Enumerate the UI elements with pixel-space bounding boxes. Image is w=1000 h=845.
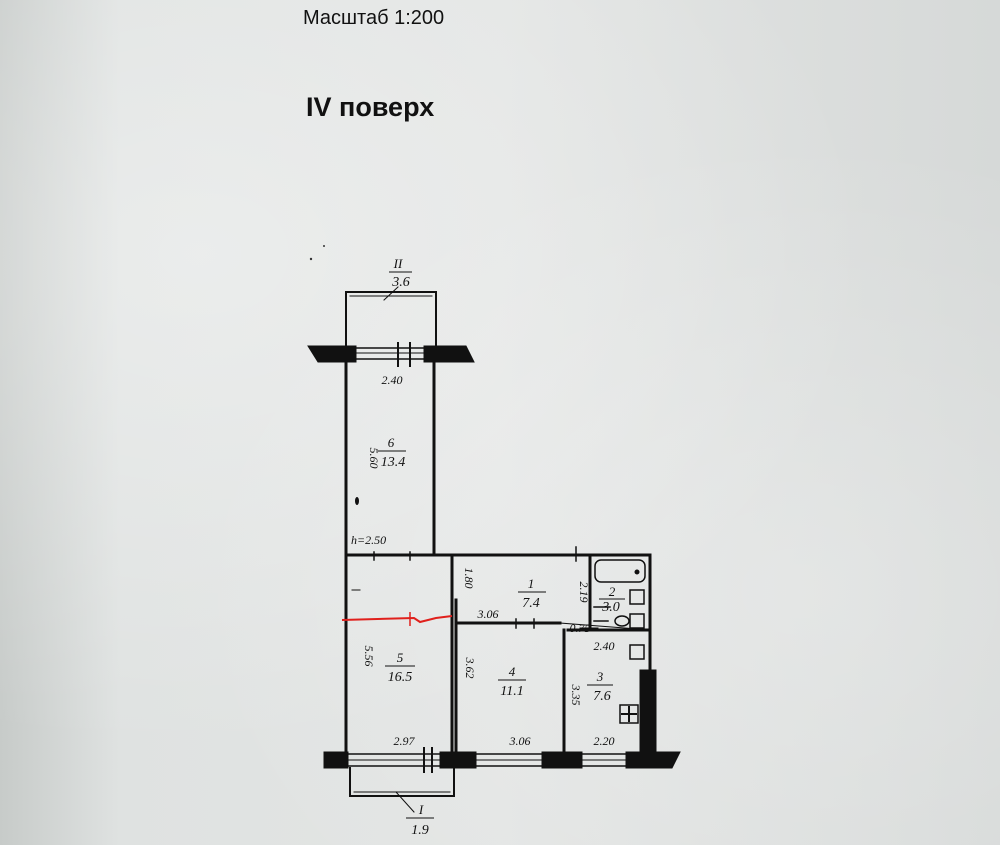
room-6: 6 13.4 [378,435,406,470]
red-marker-line [341,615,453,624]
room-5: 5 16.5 [385,650,415,685]
balcony-bottom [349,767,455,797]
balcony-top [345,291,437,347]
dim-wc-width: 0.75 [570,621,591,635]
room-1-area: 7.4 [522,596,540,611]
dim-hall-depth: 1.80 [462,568,476,589]
bathtub-icon [594,559,646,583]
room-6-number: 6 [388,435,395,450]
room-ii-area: 3.6 [391,275,410,290]
room-i-area: 1.9 [411,823,429,838]
dim-room5-width: 2.97 [394,734,416,748]
room-5-number: 5 [397,650,404,665]
dim-room4-length: 3.62 [463,657,477,679]
dim-hall-width: 3.06 [477,607,499,621]
dim-kitchen-width: 2.20 [594,734,615,748]
dim-room5-length: 5.56 [362,646,376,667]
top-wall [307,342,475,367]
room-ii: II 3.6 [389,256,412,290]
dim-kitchen-width-top: 2.40 [594,639,615,653]
room-1-number: 1 [528,576,535,591]
room-ii-number: II [393,256,403,271]
dim-kitchen-length: 3.35 [569,684,583,706]
room-2-area: 3.0 [601,600,620,615]
room-6-area: 13.4 [381,455,406,470]
sink-icon [629,589,645,605]
dim-room4-width: 3.06 [509,734,531,748]
stove-icon [619,704,639,724]
dim-room6-length: 5.60 [367,448,381,469]
room-5-area: 16.5 [388,670,413,685]
room-1: 1 7.4 [518,576,546,611]
room-4: 4 11.1 [498,664,526,699]
scale-label: Масштаб 1:200 [303,7,445,29]
room-2-number: 2 [609,584,616,599]
floor-title: IV поверх [306,92,435,122]
room-3: 3 7.6 [587,669,613,704]
dim-balcony-top-width: 2.40 [382,373,403,387]
kitchen-sink-icon [629,644,645,660]
toilet-icon [614,613,645,629]
room-i-number: I [418,802,424,817]
room-4-number: 4 [509,664,516,679]
bottom-wall [323,747,681,773]
room-4-area: 11.1 [500,684,523,699]
room-3-number: 3 [596,669,604,684]
room-3-area: 7.6 [593,689,611,704]
dim-ceiling-height: h=2.50 [351,533,386,547]
room-i: I 1.9 [406,802,434,838]
dim-bath-depth: 2.19 [577,582,591,603]
room-2: 2 3.0 [599,584,625,615]
